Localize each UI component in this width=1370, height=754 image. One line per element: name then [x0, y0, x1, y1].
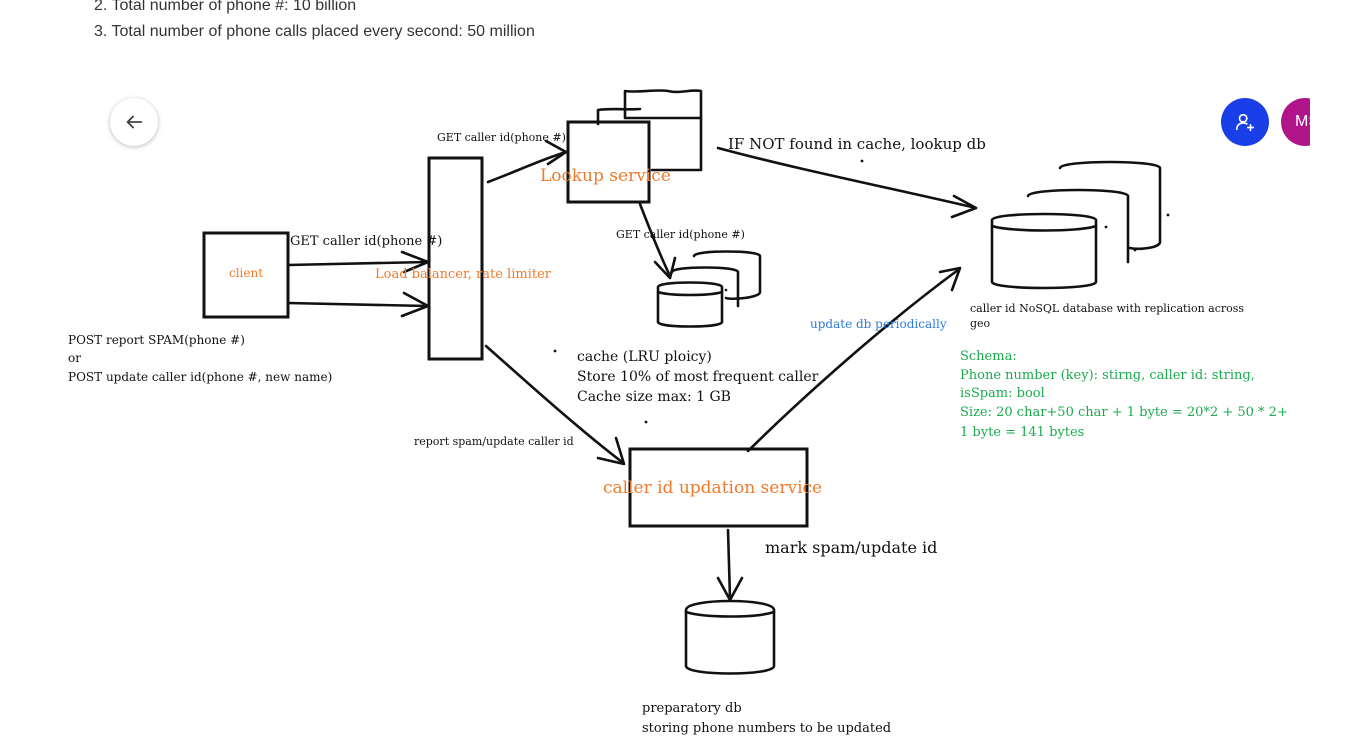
cache-policy-label: cache (LRU ploicy): [577, 349, 712, 365]
lookup-to-db-arrow: [716, 146, 978, 210]
cache-get-label: GET caller id(phone #): [616, 228, 745, 241]
nosql-database-icon: [990, 160, 1170, 290]
lookup-get-label: GET caller id(phone #): [437, 131, 566, 144]
arrowhead: [938, 266, 962, 292]
cache-size-label: Cache size max: 1 GB: [577, 389, 731, 405]
avatar-container: MS: [1281, 90, 1310, 154]
avatar-initials: MS: [1295, 113, 1310, 130]
load-balancer-label: Load balancer, rate limiter: [375, 267, 552, 282]
requirement-item-3: 3. Total number of phone calls placed ev…: [94, 23, 535, 40]
updation-service-box: [628, 447, 809, 528]
user-avatar[interactable]: MS: [1281, 98, 1310, 146]
mark-spam-label: mark spam/update id: [765, 538, 937, 557]
client-to-lb-arrow-top: [286, 260, 430, 267]
client-box: [202, 231, 290, 319]
schema-line3: Size: 20 char+50 char + 1 byte = 20*2 + …: [960, 405, 1288, 420]
updation-to-db-arrow: [746, 268, 960, 453]
requirement-item-2: 2. Total number of phone #: 10 billion: [94, 0, 357, 14]
lookup-page-back: [623, 89, 703, 120]
arrowhead: [544, 139, 568, 166]
arrow-left-icon: [126, 115, 143, 129]
schema-line4: 1 byte = 141 bytes: [960, 425, 1084, 440]
lookup-page-edge: [650, 116, 703, 172]
client-to-lb-arrow-bottom: [286, 301, 430, 308]
schema-line1: Phone number (key): stirng, caller id: s…: [960, 368, 1255, 383]
person-add-icon: [1235, 113, 1255, 132]
arrowhead: [950, 194, 978, 219]
schema-line2: isSpam: bool: [960, 386, 1045, 401]
prep-db-label-line1: preparatory db: [642, 701, 742, 716]
schema-title: Schema:: [960, 349, 1017, 364]
lookup-service-label: Lookup service: [540, 166, 671, 186]
lookup-service-box: [566, 120, 651, 204]
requirements-list: 2. Total number of phone #: 10 billion 3…: [94, 0, 535, 45]
lookup-to-cache-arrow: [638, 202, 672, 278]
report-spam-label: report spam/update caller id: [414, 435, 574, 448]
client-get-label: GET caller id(phone #): [290, 234, 442, 249]
post-update-label: POST update caller id(phone #, new name): [68, 370, 332, 384]
preparatory-db-icon: [684, 599, 776, 675]
cache-store-label: Store 10% of most frequent caller: [577, 369, 819, 385]
post-report-label: POST report SPAM(phone #): [68, 333, 245, 347]
share-button[interactable]: [1221, 98, 1269, 146]
lb-to-updation-arrow: [484, 344, 624, 464]
nosql-label-line1: caller id NoSQL database with replicatio…: [970, 302, 1244, 315]
arrowhead: [596, 436, 626, 466]
schema-notes: Schema: Phone number (key): stirng, call…: [960, 349, 1288, 440]
updation-to-prep-arrow: [726, 528, 732, 600]
prep-db-label-line2: storing phone numbers to be updated: [642, 721, 891, 736]
back-button[interactable]: [110, 98, 158, 146]
not-found-label: IF NOT found in cache, lookup db: [728, 135, 986, 153]
updation-service-label: caller id updation service: [603, 478, 822, 498]
cache-cylinders-icon: [656, 250, 762, 328]
load-balancer-box: [427, 156, 484, 361]
client-label: client: [229, 266, 263, 280]
or-label: or: [68, 351, 81, 365]
update-db-label: update db periodically: [810, 317, 947, 331]
lb-to-lookup-arrow: [486, 150, 568, 184]
nosql-label-line2: geo: [970, 317, 991, 330]
arrowhead: [653, 256, 677, 280]
